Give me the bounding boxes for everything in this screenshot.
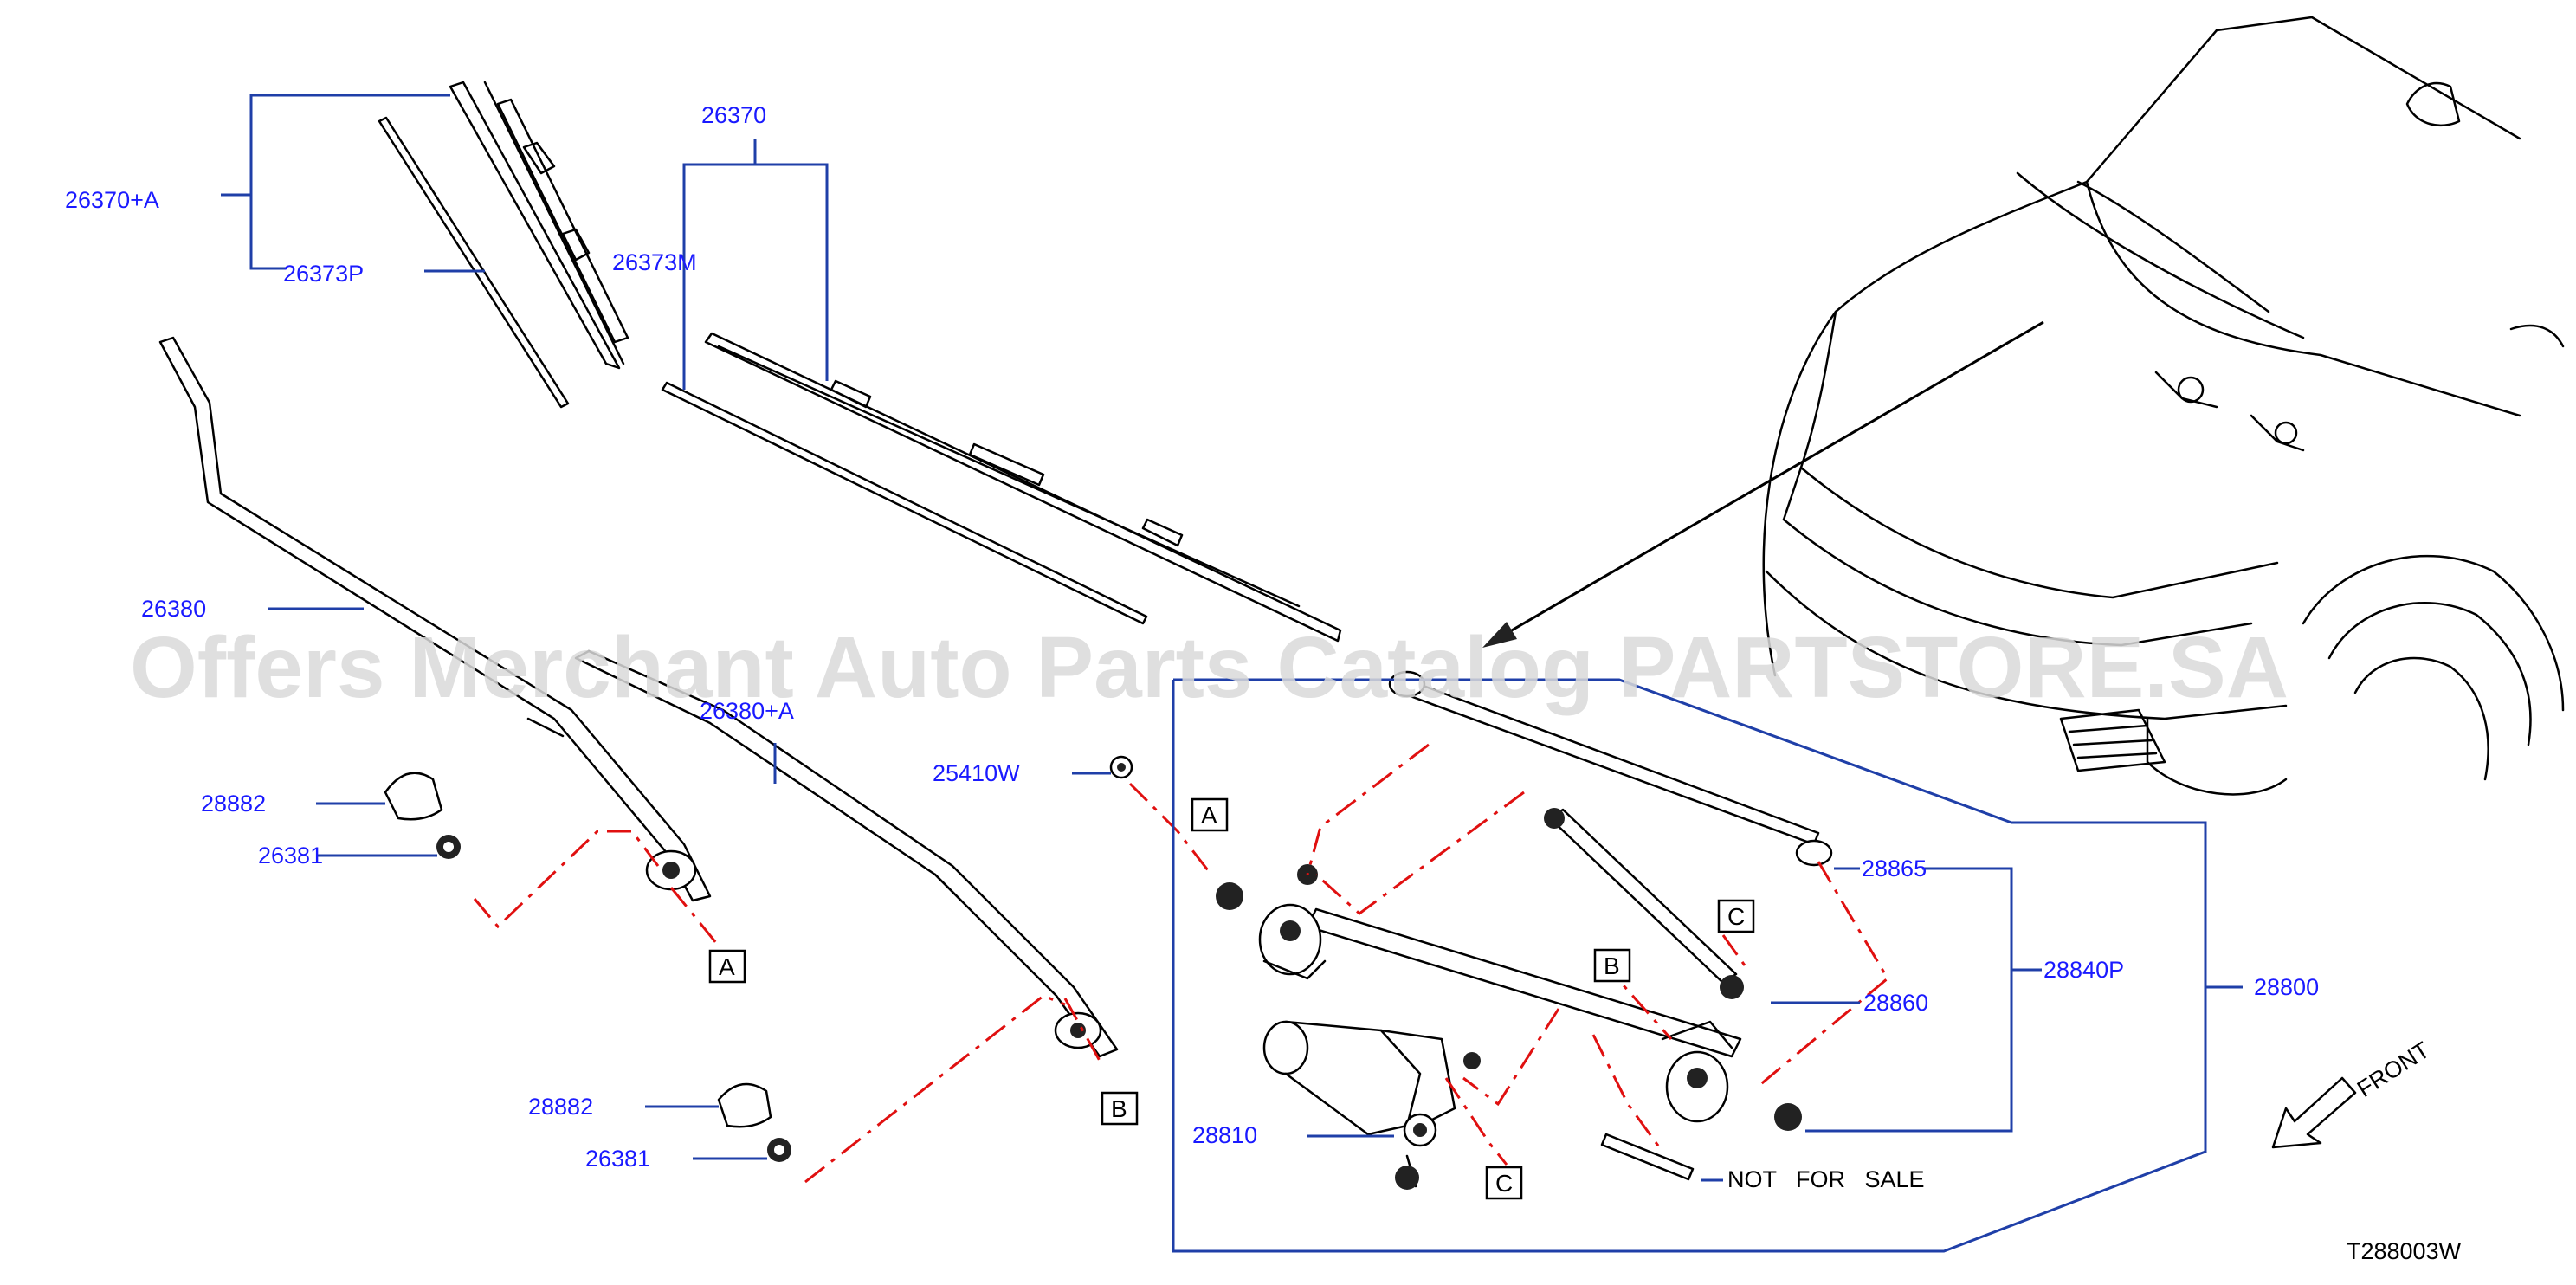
wiper-blade-driver bbox=[704, 332, 1342, 642]
front-label: FRONT bbox=[2353, 1036, 2434, 1102]
label-28800: 28800 bbox=[2254, 974, 2319, 1000]
front-direction-indicator: FRONT bbox=[2271, 1036, 2434, 1149]
label-28882-lower: 28882 bbox=[528, 1094, 593, 1120]
wiper-arm-driver bbox=[158, 336, 712, 902]
connection-lines bbox=[473, 743, 1889, 1184]
svg-text:A: A bbox=[719, 953, 735, 980]
diagram-code: T288003W bbox=[2347, 1238, 2462, 1264]
label-26370a: 26370+A bbox=[65, 187, 159, 213]
label-26380: 26380 bbox=[141, 596, 206, 622]
screw-25410w bbox=[1109, 755, 1133, 779]
svg-text:C: C bbox=[1495, 1170, 1513, 1197]
ref-box-b-left: B bbox=[1101, 1091, 1139, 1126]
label-28810: 28810 bbox=[1192, 1122, 1257, 1148]
wiper-refill-driver bbox=[661, 381, 1148, 625]
label-28860: 28860 bbox=[1863, 990, 1928, 1016]
arm-cap-upper bbox=[384, 772, 443, 821]
arm-nut-upper bbox=[436, 835, 461, 859]
ref-box-c-lower: C bbox=[1485, 1166, 1523, 1200]
detail-pointer-arrow bbox=[1482, 320, 2044, 648]
svg-text:C: C bbox=[1727, 903, 1745, 930]
arm-cap-lower bbox=[717, 1082, 772, 1128]
svg-text:B: B bbox=[1111, 1095, 1127, 1122]
part-labels: 26370+A 26370 26373P 26373M 26380 26380+… bbox=[65, 102, 2319, 1172]
label-26373m: 26373M bbox=[612, 249, 697, 275]
ref-box-a-left: A bbox=[708, 949, 746, 984]
svg-text:B: B bbox=[1604, 952, 1620, 979]
ref-box-a-right: A bbox=[1191, 797, 1229, 832]
label-26381-lower: 26381 bbox=[585, 1146, 650, 1172]
arm-nut-lower bbox=[767, 1138, 791, 1162]
wiper-motor bbox=[1262, 1020, 1481, 1190]
linkage-assembly bbox=[1216, 670, 1833, 1181]
label-26381-upper: 26381 bbox=[258, 843, 323, 869]
reference-markers: A B A B C C bbox=[708, 797, 1755, 1200]
leader-lines bbox=[221, 94, 2243, 1253]
label-25410w: 25410W bbox=[933, 760, 1020, 786]
wiper-blade-passenger bbox=[449, 81, 629, 370]
svg-text:A: A bbox=[1201, 802, 1217, 829]
not-for-sale-label: NOT FOR SALE bbox=[1727, 1166, 1925, 1192]
watermark-text: Offers Merchant Auto Parts Catalog PARTS… bbox=[130, 619, 2289, 716]
label-28865: 28865 bbox=[1862, 856, 1927, 881]
label-28882-upper: 28882 bbox=[201, 791, 266, 817]
label-28840p: 28840P bbox=[2043, 957, 2124, 983]
wiper-refill-passenger bbox=[378, 116, 570, 409]
label-26380a: 26380+A bbox=[700, 698, 794, 724]
label-26370: 26370 bbox=[701, 102, 766, 128]
ref-box-c-upper: C bbox=[1717, 899, 1755, 933]
wiper-arm-passenger bbox=[574, 649, 1119, 1058]
ref-box-b-right: B bbox=[1593, 948, 1631, 983]
vehicle-illustration bbox=[1762, 16, 2565, 796]
label-26373p: 26373P bbox=[283, 261, 364, 287]
